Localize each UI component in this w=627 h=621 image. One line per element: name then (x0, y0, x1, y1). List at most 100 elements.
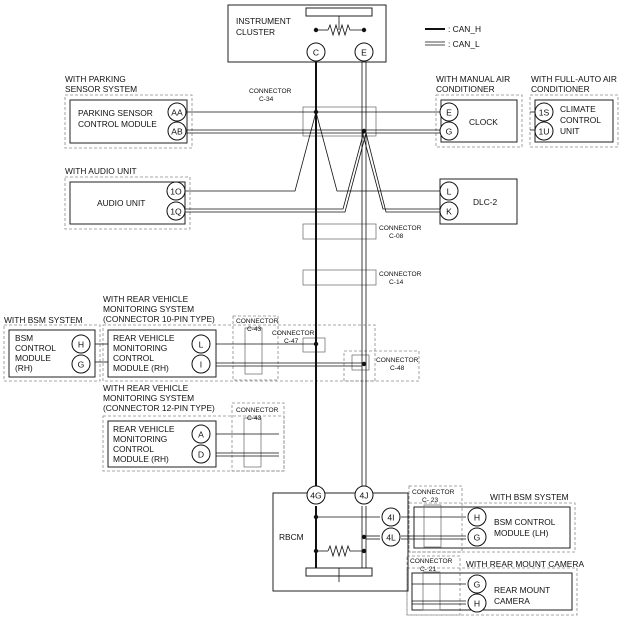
pin-rbcm-4g: 4G (306, 485, 326, 505)
box-rear-12 (107, 420, 217, 468)
clock-group-2: CONDITIONER (436, 84, 495, 94)
svg-text:D: D (198, 450, 204, 460)
box-bsm-rh (8, 329, 96, 378)
connector-labels: CONNECTOR C-34 CONNECTOR C-08 CONNECTOR … (236, 88, 455, 573)
rear10-name-3: CONTROL (113, 353, 154, 363)
c43b-label-1: CONNECTOR (236, 407, 279, 414)
svg-text:G: G (78, 360, 85, 370)
group-rear-camera (406, 567, 578, 616)
bsm-lh-name-2: MODULE (LH) (494, 528, 549, 538)
group-bsm-rh (3, 324, 101, 382)
box-clock (440, 99, 518, 143)
c47-label-2: C-47 (284, 338, 299, 345)
rear12-name-3: CONTROL (113, 444, 154, 454)
group-clock (435, 94, 523, 148)
svg-text:G: G (446, 127, 453, 137)
group-c23 (408, 485, 463, 553)
clock-name: CLOCK (469, 117, 498, 127)
pin-rear10-i: I (191, 354, 211, 374)
box-rbcm (272, 492, 409, 592)
pin-camera-g: G (467, 574, 487, 594)
pin-bsm-lh-h: H (467, 507, 487, 527)
dlc2-name: DLC-2 (473, 197, 498, 207)
svg-text:G: G (474, 580, 481, 590)
c08-label-1: CONNECTOR (379, 225, 422, 232)
pin-bsm-rh-h: H (71, 334, 91, 354)
svg-text:H: H (78, 340, 84, 350)
climate-name-3: UNIT (560, 126, 580, 136)
c48-label-2: C-48 (390, 365, 405, 372)
svg-text:G: G (474, 533, 481, 543)
group-rear-10 (102, 324, 376, 382)
group-c43b (231, 402, 285, 472)
branch-wires (95, 111, 535, 605)
box-instrument-cluster (227, 4, 387, 63)
rear12-group-3: (CONNECTOR 12-PIN TYPE) (103, 403, 215, 413)
connector-c43b (243, 417, 262, 468)
svg-text:1Q: 1Q (170, 207, 182, 217)
connector-c08 (302, 223, 377, 240)
resistor-top (327, 23, 364, 37)
climate-group-1: WITH FULL-AUTO AIR (531, 74, 617, 84)
svg-text:A: A (198, 430, 204, 440)
pin-instrument-c: C (306, 42, 326, 62)
pin-clock-e: E (439, 102, 459, 122)
bsm-rh-name-2: CONTROL (15, 343, 56, 353)
module-names: INSTRUMENT CLUSTER PARKING SENSOR CONTRO… (15, 16, 601, 606)
rear12-name-1: REAR VEHICLE (113, 424, 175, 434)
svg-text:E: E (446, 108, 452, 118)
box-climate (534, 99, 614, 143)
c43b-label-2: C-43 (247, 415, 262, 422)
connector-c14 (302, 269, 377, 286)
bsm-rh-name-4: (RH) (15, 363, 33, 373)
svg-text:K: K (446, 207, 452, 217)
c14-label-2: C-14 (389, 279, 404, 286)
legend-can-l: : CAN_L (448, 39, 480, 49)
audio-unit-name: AUDIO UNIT (97, 198, 145, 208)
junction-dots (313, 27, 367, 554)
group-bsm-lh (408, 502, 576, 553)
rear12-name-2: MONITORING (113, 434, 167, 444)
group-headers: WITH PARKING SENSOR SYSTEM WITH MANUAL A… (4, 74, 617, 569)
connector-c47 (302, 337, 326, 353)
pin-camera-h: H (467, 593, 487, 613)
connector-c34 (302, 106, 377, 137)
pin-parking-aa: AA (167, 102, 187, 122)
svg-text:1S: 1S (539, 108, 550, 118)
rear12-group-2: MONITORING SYSTEM (103, 393, 194, 403)
connector-c21 (422, 571, 441, 611)
group-c21 (406, 555, 461, 616)
c14-label-1: CONNECTOR (379, 271, 422, 278)
svg-text:H: H (474, 513, 480, 523)
rear10-name-1: REAR VEHICLE (113, 333, 175, 343)
group-rear-12 (102, 415, 285, 472)
svg-text:I: I (200, 360, 202, 370)
bsm-lh-group: WITH BSM SYSTEM (490, 492, 569, 502)
svg-text:1O: 1O (170, 187, 182, 197)
c48-label-1: CONNECTOR (376, 357, 419, 364)
rear10-group-2: MONITORING SYSTEM (103, 304, 194, 314)
svg-text:C: C (313, 48, 319, 58)
box-audio (69, 181, 186, 225)
pin-rear12-d: D (191, 444, 211, 464)
terminating-resistors (316, 16, 364, 582)
camera-name-1: REAR MOUNT (494, 585, 550, 595)
connector-stripes (243, 106, 442, 611)
terminator-top (305, 7, 373, 17)
rear10-group-1: WITH REAR VEHICLE (103, 294, 189, 304)
c34-label-2: C-34 (259, 96, 274, 103)
connector-c48 (351, 354, 370, 371)
climate-group-2: CONDITIONER (531, 84, 590, 94)
parking-sensor-name-2: CONTROL MODULE (78, 119, 157, 129)
camera-name-2: CAMERA (494, 596, 530, 606)
c08-label-2: C-08 (389, 233, 404, 240)
clock-group-1: WITH MANUAL AIR (436, 74, 510, 84)
pin-dlc2-l: L (439, 181, 459, 201)
pin-rbcm-4l: 4L (381, 527, 401, 547)
can-high-wires (315, 28, 445, 568)
bsm-rh-group: WITH BSM SYSTEM (4, 315, 83, 325)
svg-text:AB: AB (171, 127, 183, 137)
parking-sensor-name-1: PARKING SENSOR (78, 108, 153, 118)
pins: C E AA AB E G 1S 1U 1O 1Q L K H G L I A … (71, 42, 554, 613)
